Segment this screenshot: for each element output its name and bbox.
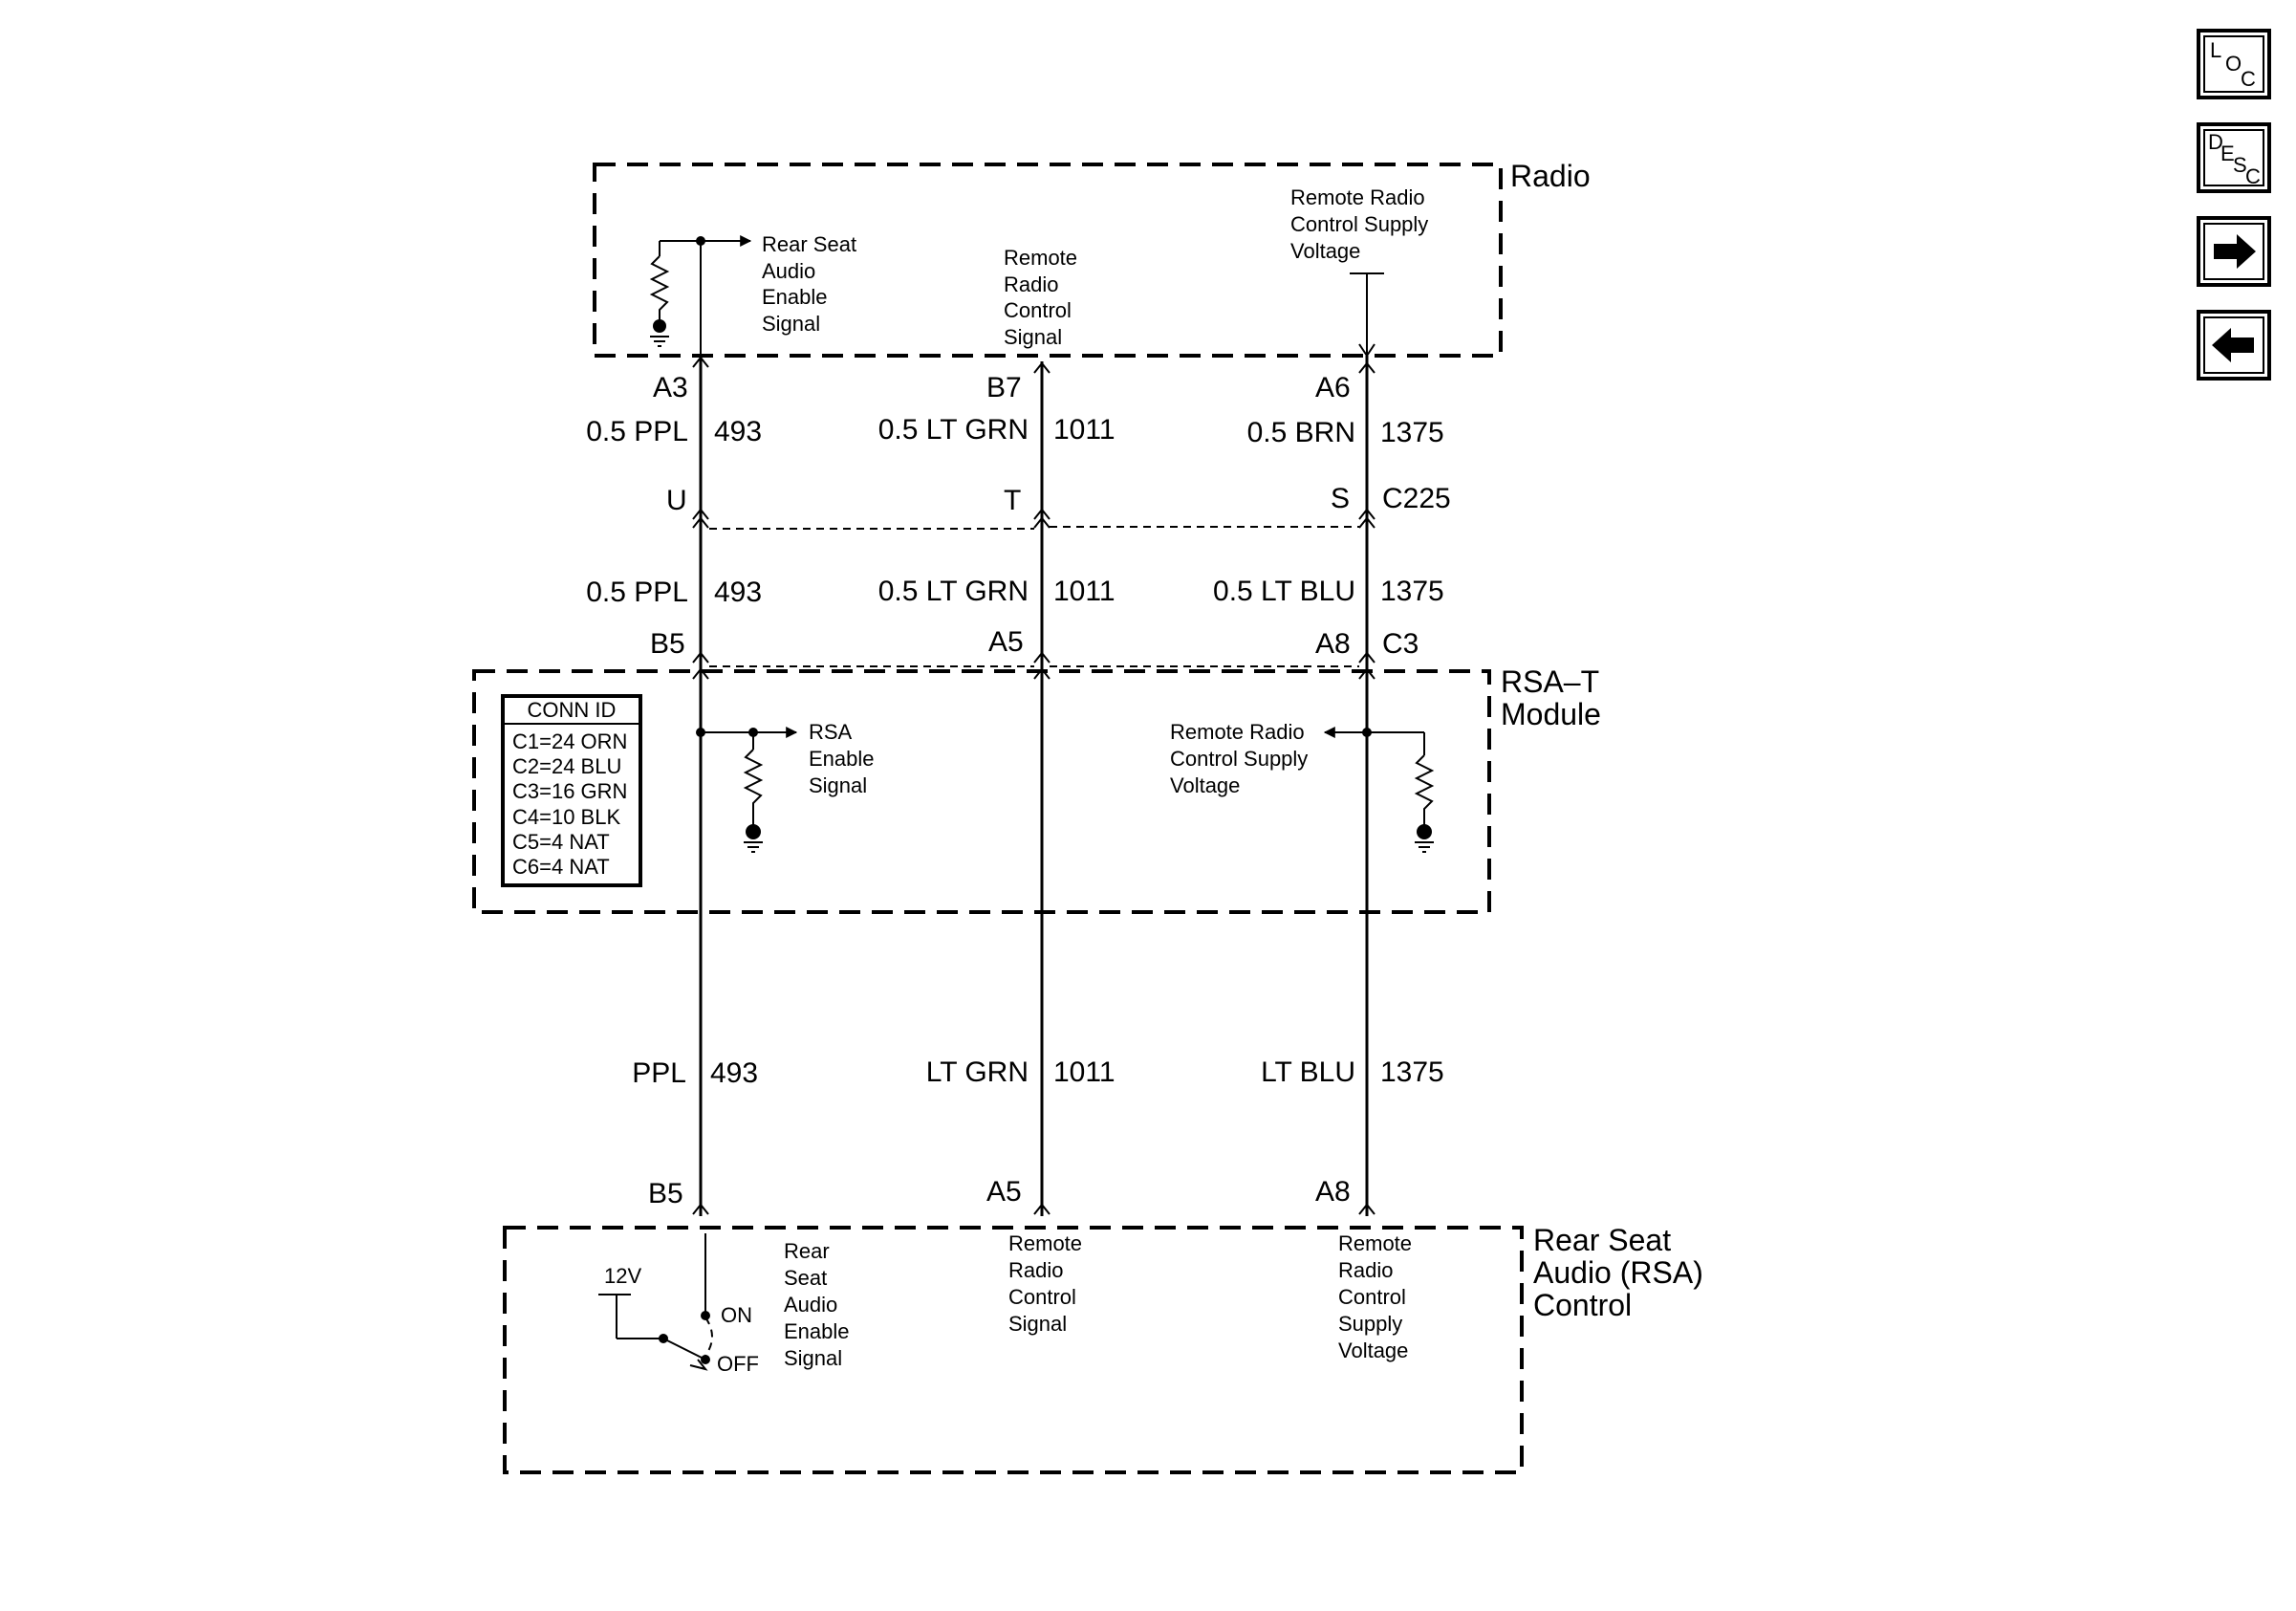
rsa-pin-a5: A5: [986, 1176, 1022, 1208]
wire-1011-color-mid: 0.5 LT GRN: [878, 576, 1029, 607]
ground-icon: [1417, 824, 1432, 839]
desc-letter-s: S: [2233, 153, 2247, 177]
radio-title: Radio: [1510, 159, 1591, 193]
c225-pin-u: U: [666, 485, 687, 516]
arrow-left-icon: [2212, 328, 2254, 362]
rsa-enable-label: Rear Seat Audio Enable Signal: [784, 1239, 856, 1370]
previous-button[interactable]: [2197, 310, 2271, 381]
rsat-connector-c3: C3: [1382, 628, 1419, 660]
wire-493-circuit-low: 493: [710, 1057, 758, 1089]
rsat-enable-label: RSA Enable Signal: [809, 720, 880, 797]
wire-493-color-mid: 0.5 PPL: [586, 577, 688, 608]
rsa-pin-b5: B5: [648, 1178, 683, 1209]
rsa-remote-supply-label: Remote Radio Control Supply Voltage: [1338, 1231, 1418, 1362]
conn-id-table: CONN ID C1=24 ORN C2=24 BLU C3=16 GRN C4…: [501, 694, 642, 887]
c225-connector-label: C225: [1382, 483, 1451, 514]
radio-supply-source: [1350, 272, 1384, 358]
rsa-switch-on-label: ON: [721, 1303, 752, 1327]
conn-id-c4: C4=10 BLK: [512, 805, 620, 829]
resistor-icon: [743, 749, 764, 827]
next-button[interactable]: [2197, 216, 2271, 287]
loc-button[interactable]: L O C: [2197, 29, 2271, 99]
radio-box: [593, 163, 1503, 358]
wire-1375-color-mid: 0.5 LT BLU: [1213, 576, 1355, 607]
radio-enable-label: Rear Seat Audio Enable Signal: [762, 232, 862, 336]
resistor-icon: [1414, 754, 1435, 827]
loc-letter-l: L: [2210, 38, 2221, 62]
wire-493-circuit-top: 493: [714, 416, 762, 447]
desc-letter-d: D: [2208, 130, 2223, 154]
loc-letter-o: O: [2225, 52, 2242, 76]
wire-493-color-top: 0.5 PPL: [586, 416, 688, 447]
wire-1375-circuit-low: 1375: [1380, 1056, 1444, 1088]
rsat-module-box: [472, 669, 1491, 914]
pin-a3: A3: [653, 372, 688, 403]
wire-1011-color-low: LT GRN: [926, 1056, 1029, 1088]
conn-id-c1: C1=24 ORN: [512, 729, 627, 753]
wire-1375-circuit-top: 1375: [1380, 417, 1444, 448]
rsat-pin-a8: A8: [1315, 628, 1351, 660]
wire-493-color-low: PPL: [632, 1057, 686, 1089]
wire-1011-circuit-mid: 1011: [1053, 576, 1116, 607]
wire-493: [692, 356, 709, 1216]
wire-493-circuit-mid: 493: [714, 577, 762, 608]
rsa-voltage-label: 12V: [604, 1264, 641, 1288]
desc-letter-c: C: [2245, 164, 2261, 188]
c225-connector-dashes: [709, 526, 1359, 530]
ground-icon: [653, 319, 666, 333]
wire-1375-circuit-mid: 1375: [1380, 576, 1444, 607]
loc-letter-c: C: [2241, 67, 2256, 91]
rsa-switch-off-label: OFF: [717, 1352, 759, 1376]
rsat-supply-label: Remote Radio Control Supply Voltage: [1170, 720, 1313, 797]
wire-1011-color-top: 0.5 LT GRN: [878, 414, 1029, 446]
pin-b7: B7: [986, 372, 1022, 403]
desc-letter-e: E: [2220, 142, 2235, 165]
radio-enable-circuit: [649, 235, 752, 356]
radio-remote-supply-label: Remote Radio Control Supply Voltage: [1290, 185, 1434, 263]
c225-pin-s: S: [1331, 483, 1350, 514]
conn-id-c6: C6=4 NAT: [512, 855, 610, 879]
pin-a6: A6: [1315, 372, 1351, 403]
rsat-pin-a5: A5: [988, 626, 1024, 658]
desc-button[interactable]: D E S C: [2197, 122, 2271, 193]
conn-id-c5: C5=4 NAT: [512, 830, 610, 854]
rsat-enable-circuit: [696, 727, 798, 853]
rsa-control-box: [503, 1226, 1524, 1474]
c225-pin-t: T: [1004, 485, 1021, 516]
wire-1011-circuit-top: 1011: [1053, 414, 1116, 446]
radio-remote-control-label: Remote Radio Control Signal: [1004, 246, 1083, 349]
wire-1011: [1033, 361, 1051, 1216]
rsa-remote-control-label: Remote Radio Control Signal: [1008, 1231, 1088, 1336]
rsa-control-title: Rear Seat Audio (RSA) Control: [1533, 1223, 1712, 1322]
rsat-supply-circuit: [1323, 727, 1435, 853]
conn-id-c3: C3=16 GRN: [512, 779, 627, 803]
wire-1011-circuit-low: 1011: [1053, 1056, 1116, 1088]
wire-1375-color-low: LT BLU: [1261, 1056, 1355, 1088]
rsat-module-title: RSA–T Module: [1501, 664, 1607, 731]
conn-id-c2: C2=24 BLU: [512, 754, 621, 778]
rsa-switch: [598, 1233, 713, 1371]
arrow-right-icon: [2214, 234, 2256, 269]
ground-icon: [746, 824, 761, 839]
conn-id-title: CONN ID: [528, 698, 617, 722]
rsat-pin-b5: B5: [650, 628, 685, 660]
wire-1375: [1358, 356, 1375, 1216]
resistor-icon: [649, 255, 670, 321]
wire-1375-color-top: 0.5 BRN: [1247, 417, 1355, 448]
rsa-pin-a8: A8: [1315, 1176, 1351, 1208]
